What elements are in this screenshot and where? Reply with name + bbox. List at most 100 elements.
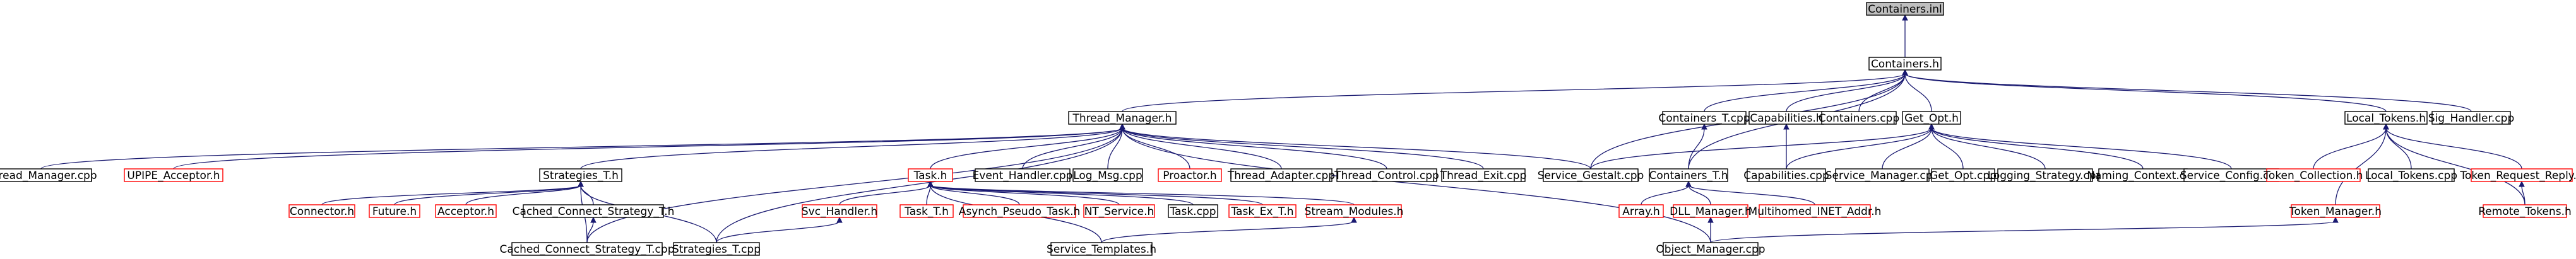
- node-containers-cpp[interactable]: Containers.cpp: [1819, 111, 1899, 125]
- node-capabilities-h[interactable]: Capabilities.h: [1748, 111, 1824, 125]
- node-box: [1835, 168, 1930, 182]
- node-log-msg-cpp[interactable]: Log_Msg.cpp: [1072, 168, 1143, 182]
- edge-task_cpp-to-task_h: [930, 185, 1194, 205]
- node-local-tokens-h[interactable]: Local_Tokens.h: [2344, 111, 2428, 125]
- node-box: [539, 168, 622, 182]
- node-capabilities-cpp[interactable]: Capabilities.cpp: [1743, 168, 1829, 182]
- node-service-templates-h[interactable]: Service_Templates.h: [1047, 242, 1156, 256]
- node-thread-adapter-cpp[interactable]: Thread_Adapter.cpp: [1227, 168, 1335, 182]
- edge-cached_connect_strategy_t_cpp-to-thread_manager_h: [586, 127, 1123, 243]
- edge-token_collection_h-to-local_tokens_h: [2313, 127, 2387, 170]
- node-task-h[interactable]: Task.h: [908, 168, 953, 182]
- node-label: NT_Service.h: [1084, 205, 1154, 218]
- node-box: [1168, 204, 1218, 218]
- node-asynch-pseudo-task-h[interactable]: Asynch_Pseudo_Task.h: [959, 204, 1081, 218]
- edge-stream_modules_h-to-task_h: [930, 185, 1355, 205]
- node-stream-modules-h[interactable]: Stream_Modules.h: [1305, 204, 1404, 218]
- node-token-collection-h[interactable]: Token_Collection.h: [2263, 168, 2363, 182]
- arrowhead-service_templates_h-to-stream_modules_h: [1351, 216, 1357, 223]
- node-get-opt-cpp[interactable]: Get_Opt.cpp: [1930, 168, 1997, 182]
- node-acceptor-h[interactable]: Acceptor.h: [435, 204, 497, 218]
- edge-service_manager_cpp-to-get_opt_h: [1882, 127, 1932, 170]
- node-box: [1158, 168, 1222, 182]
- node-token-request-reply-h[interactable]: Token_Request_Reply.h: [2459, 168, 2576, 182]
- node-proactor-h[interactable]: Proactor.h: [1158, 168, 1222, 182]
- node-label: Service_Manager.cpp: [1825, 170, 1940, 182]
- node-box: [511, 242, 663, 256]
- node-box: [1663, 242, 1759, 256]
- node-label: Cached_Connect_Strategy_T.cpp: [500, 243, 675, 256]
- arrowhead-object_manager_cpp-to-thread_manager_h: [1119, 123, 1125, 130]
- node-logging-strategy-cpp[interactable]: Logging_Strategy.cpp: [1988, 168, 2103, 182]
- node-box: [288, 204, 355, 218]
- edge-remote_tokens_h-to-token_request_reply_h: [2521, 185, 2526, 205]
- node-box: [1902, 111, 1961, 125]
- node-label: Acceptor.h: [437, 205, 494, 218]
- node-sig-handler-cpp[interactable]: Sig_Handler.cpp: [2428, 111, 2515, 125]
- node-box: [802, 204, 877, 218]
- node-future-h[interactable]: Future.h: [369, 204, 420, 218]
- node-box: [1336, 168, 1437, 182]
- node-task-ex-t-h[interactable]: Task_Ex_T.h: [1228, 204, 1297, 218]
- node-local-tokens-cpp[interactable]: Local_Tokens.cpp: [2365, 168, 2457, 182]
- edge-event_handler_cpp-to-thread_manager_h: [1022, 127, 1123, 170]
- node-service-gestalt-cpp[interactable]: Service_Gestalt.cpp: [1538, 168, 1644, 182]
- node-dll-manager-h[interactable]: DLL_Manager.h: [1670, 204, 1752, 218]
- node-box: [1543, 168, 1639, 182]
- node-thread-manager-h[interactable]: Thread_Manager.h: [1068, 111, 1177, 125]
- node-multihomed-inet-addr-h[interactable]: Multihomed_INET_Addr.h: [1748, 204, 1882, 218]
- node-cached-connect-strategy-t-cpp[interactable]: Cached_Connect_Strategy_T.cpp: [500, 242, 675, 256]
- node-containers-t-cpp[interactable]: Containers_T.cpp: [1658, 111, 1750, 125]
- node-strategies-t-cpp[interactable]: Strategies_T.cpp: [672, 242, 761, 256]
- node-strategies-t-h[interactable]: Strategies_T.h: [539, 168, 622, 182]
- node-thread-control-cpp[interactable]: Thread_Control.cpp: [1334, 168, 1439, 182]
- node-cached-connect-strategy-t-h[interactable]: Cached_Connect_Strategy_T.h: [513, 204, 675, 218]
- node-label: Containers_T.cpp: [1658, 112, 1750, 125]
- node-label: Log_Msg.cpp: [1073, 170, 1143, 182]
- node-label: Capabilities.h: [1750, 112, 1822, 125]
- node-label: Svc_Handler.h: [802, 205, 877, 218]
- node-nt-service-h[interactable]: NT_Service.h: [1083, 204, 1155, 218]
- edge-connector_h-to-strategies_t_h: [321, 185, 581, 205]
- node-array-h[interactable]: Array.h: [1618, 204, 1664, 218]
- arrowhead-remote_tokens_h-to-token_request_reply_h: [2519, 180, 2525, 187]
- node-box: [1866, 2, 1944, 16]
- node-thread-exit-cpp[interactable]: Thread_Exit.cpp: [1440, 168, 1526, 182]
- edge-svc_handler_h-to-task_h: [839, 185, 931, 205]
- node-upipe-acceptor-h[interactable]: UPIPE_Acceptor.h: [124, 168, 223, 182]
- edge-containers_t_cpp-to-containers_h: [1704, 73, 1906, 112]
- node-box: [1230, 168, 1333, 182]
- node-label: Logging_Strategy.cpp: [1988, 170, 2103, 182]
- node-label: Connector.h: [290, 205, 354, 218]
- node-box: [1649, 168, 1728, 182]
- node-thread-manager-cpp[interactable]: Thread_Manager.cpp: [0, 168, 97, 182]
- node-object-manager-cpp[interactable]: Object_Manager.cpp: [1656, 242, 1766, 256]
- node-service-manager-cpp[interactable]: Service_Manager.cpp: [1825, 168, 1940, 182]
- node-remote-tokens-h[interactable]: Remote_Tokens.h: [2478, 204, 2572, 218]
- node-task-t-h[interactable]: Task_T.h: [899, 204, 954, 218]
- node-get-opt-h[interactable]: Get_Opt.h: [1902, 111, 1961, 125]
- node-box: [1441, 168, 1526, 182]
- edge-upipe_acceptor_h-to-thread_manager_h: [173, 127, 1123, 170]
- node-token-manager-h[interactable]: Token_Manager.h: [2289, 204, 2382, 218]
- node-label: Task.cpp: [1169, 205, 1216, 218]
- node-event-handler-cpp[interactable]: Event_Handler.cpp: [973, 168, 1073, 182]
- node-containers-t-h[interactable]: Containers_T.h: [1649, 168, 1728, 182]
- node-label: Future.h: [372, 205, 417, 218]
- arrowhead-containers_t_h-to-containers_h: [1902, 69, 1908, 76]
- node-svc-handler-h[interactable]: Svc_Handler.h: [802, 204, 877, 218]
- node-label: Proactor.h: [1163, 170, 1216, 182]
- node-service-config-cpp[interactable]: Service_Config.cpp: [2180, 168, 2282, 182]
- node-box: [908, 168, 953, 182]
- node-box: [435, 204, 497, 218]
- edge-cached_connect_strategy_t_cpp-to-cached_connect_strategy_t_h: [586, 221, 594, 243]
- node-label: Local_Tokens.h: [2346, 112, 2426, 125]
- arrowhead-service_config_cpp-to-get_opt_h: [1928, 123, 1935, 130]
- node-box: [2368, 168, 2455, 182]
- node-containers-h[interactable]: Containers.h: [1868, 57, 1942, 71]
- node-label: Token_Collection.h: [2263, 170, 2363, 182]
- node-connector-h[interactable]: Connector.h: [288, 204, 355, 218]
- node-task-cpp[interactable]: Task.cpp: [1168, 204, 1218, 218]
- edge-multihomed_inet_addr_h-to-containers_t_h: [1688, 185, 1815, 205]
